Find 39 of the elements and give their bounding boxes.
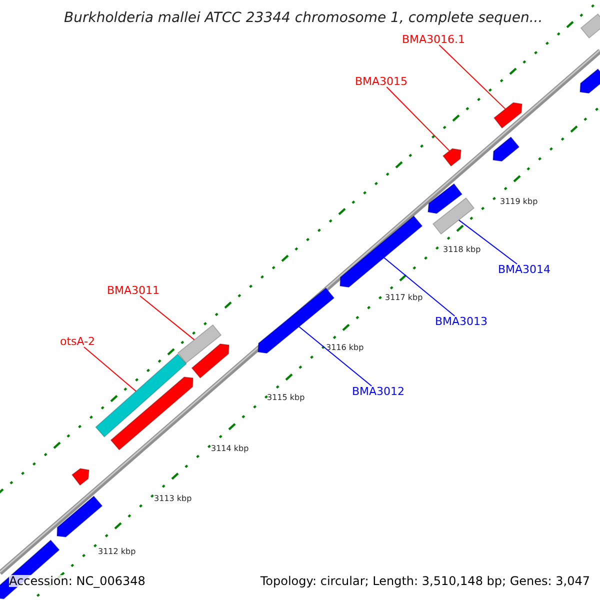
gene-label: BMA3013 — [435, 316, 488, 327]
leader-line — [384, 257, 456, 316]
gene-block — [492, 136, 520, 162]
leader-line — [83, 346, 136, 392]
position-label: 3116 kbp — [326, 344, 364, 352]
gene-label: BMA3016.1 — [402, 34, 466, 45]
gene-block — [110, 376, 194, 450]
gene-block — [340, 215, 423, 288]
leader-line — [298, 326, 372, 386]
position-label: 3118 kbp — [443, 246, 481, 254]
position-label: 3117 kbp — [385, 294, 423, 302]
gene-label: BMA3011 — [107, 285, 160, 296]
gene-block — [580, 13, 600, 39]
gene-block — [71, 468, 90, 486]
gene-block — [177, 324, 222, 364]
gene-label: otsA-2 — [60, 336, 96, 347]
leader-line — [140, 296, 195, 340]
position-label: 3113 kbp — [154, 495, 192, 503]
leader-line — [386, 86, 450, 152]
position-label: 3114 kbp — [211, 445, 249, 453]
genome-info-text: Topology: circular; Length: 3,510,148 bp; Genes: 3,047 — [260, 575, 590, 587]
gene-block — [493, 102, 522, 129]
gene-block — [95, 354, 187, 438]
accession-text: Accession: NC_006348 — [9, 575, 146, 587]
map-title: Burkholderia mallei ATCC 23344 chromosome 1, complete sequen... — [64, 11, 543, 25]
leader-line — [458, 220, 518, 264]
gene-block — [191, 343, 230, 379]
position-label: 3119 kbp — [500, 198, 538, 206]
gene-label: BMA3012 — [352, 386, 405, 397]
gene-block — [428, 183, 463, 214]
leader-line — [438, 44, 506, 110]
gene-block — [442, 148, 462, 167]
gene-block — [56, 496, 103, 538]
gene-block — [580, 68, 600, 94]
position-label: 3115 kbp — [267, 394, 305, 402]
position-label: 3112 kbp — [98, 548, 136, 556]
gene-label: BMA3014 — [498, 264, 551, 275]
gene-block — [432, 197, 475, 235]
gene-label: BMA3015 — [355, 76, 408, 87]
